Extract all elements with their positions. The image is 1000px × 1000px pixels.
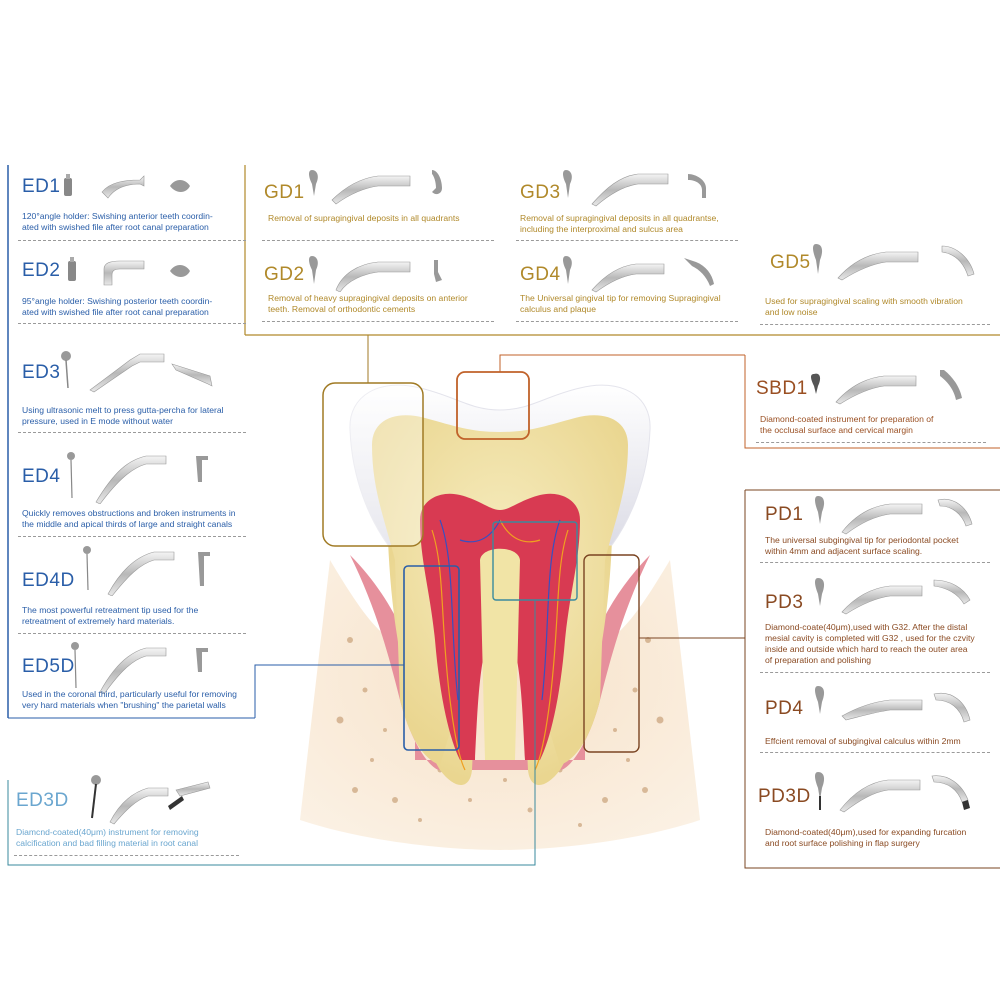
tip-desc-line: the middle and apical thirds of large an… [22, 519, 233, 529]
tip-code: PD3D [758, 786, 811, 807]
divider [262, 321, 494, 322]
tip-code: ED4 [22, 466, 61, 487]
scaler-tip-icon [815, 496, 973, 535]
scaler-tip-icon [563, 170, 706, 207]
tip-code: SBD1 [756, 378, 808, 399]
diamond-tip-icon [91, 775, 211, 825]
bone-texture [336, 637, 664, 827]
divider [760, 672, 990, 673]
angle-holder-icon [68, 257, 190, 286]
scaler-tip-icon [309, 170, 442, 205]
tip-code: ED5D [22, 656, 75, 677]
scaler-tip-icon [309, 256, 442, 292]
tip-code: PD1 [765, 504, 804, 525]
frame-restorative [456, 371, 530, 440]
endo-tip-icon [67, 452, 208, 504]
tip-desc-line: Used in the coronal third, particularly … [22, 689, 237, 699]
frame-perio [583, 554, 640, 753]
tip-desc-line: teeth. Removal of orthodontic cements [268, 304, 416, 314]
divider [760, 752, 990, 753]
divider [516, 240, 738, 241]
tip-desc-line: inside and outside which hard to reach t… [765, 644, 968, 654]
tip-desc-line: The universal subgingival tip for period… [765, 535, 959, 545]
divider [18, 323, 246, 324]
scaler-tip-icon [813, 244, 975, 281]
tip-desc-line: and low noise [765, 307, 818, 317]
tip-desc-line: The Universal gingival tip for removing … [520, 293, 721, 303]
tip-desc-line: pressure, used in E mode without water [22, 416, 173, 426]
tip-code: GD2 [264, 264, 305, 285]
tip-code: GD1 [264, 182, 305, 203]
scaler-tip-icon [563, 256, 714, 293]
angle-holder-icon [64, 174, 190, 199]
tip-desc-line: Quickly removes obstructions and broken … [22, 508, 236, 518]
divider [18, 536, 246, 537]
tip-desc-line: Removal of supragingival deposits in all… [520, 213, 719, 223]
tip-code: ED4D [22, 570, 75, 591]
tip-desc-line: mesial cavity is completed witl G32 , us… [765, 633, 975, 643]
scaler-tip-icon [815, 578, 971, 615]
tip-code: GD3 [520, 182, 561, 203]
tip-desc-line: including the interproximal and sulcus a… [520, 224, 683, 234]
tip-desc-line: Effcient removal of subgingival calculus… [765, 736, 961, 746]
divider [14, 855, 239, 856]
tip-desc-line: calculus and plaque [520, 304, 596, 314]
divider [18, 633, 246, 634]
tip-code: PD4 [765, 698, 804, 719]
nerves [431, 519, 569, 771]
tip-desc-line: the occlusal surface and cervical margin [760, 425, 913, 435]
divider [756, 442, 986, 443]
divider [760, 562, 990, 563]
divider [18, 240, 246, 241]
tip-desc-line: and root surface polishing in flap surge… [765, 838, 920, 848]
tip-desc-line: 95°angle holder: Swishing posterior teet… [22, 296, 213, 306]
tip-desc-line: of preparation and polishing [765, 655, 872, 665]
tip-desc-line: Removal of supragingival deposits in all… [268, 213, 460, 223]
tip-code: GD4 [520, 264, 561, 285]
frame-endo [403, 565, 460, 751]
divider [516, 321, 738, 322]
divider [262, 240, 494, 241]
pulp-inner [480, 548, 520, 760]
divider [18, 432, 246, 433]
endo-tip-icon [71, 642, 208, 694]
tip-desc-line: Diamcnd-coated(40μm) instrument for remo… [16, 827, 199, 837]
tip-desc-line: The most powerful retreatment tip used f… [22, 605, 199, 615]
divider [760, 324, 990, 325]
frame-gum [322, 382, 424, 547]
tip-desc-line: retreatment of extremely hard materials. [22, 616, 175, 626]
tip-desc-line: Diamond-coate(40μm),used with G32. After… [765, 622, 968, 632]
tip-desc-line: ated with swished file after root canal … [22, 222, 209, 232]
tip-desc-line: calcification and bad filling material i… [16, 838, 199, 848]
diamond-tip-icon [815, 772, 970, 813]
tip-desc-line: Used for supragingival scaling with smoo… [765, 296, 963, 306]
tip-code: ED3 [22, 362, 61, 383]
scaler-tip-icon [815, 686, 971, 723]
endo-tip-icon [61, 351, 213, 393]
tip-desc-line: Diamond-coated(40μm),used for expanding … [765, 827, 967, 837]
tip-code: PD3 [765, 592, 804, 613]
tip-desc-line: Diamond-coated instrument for preparatio… [760, 414, 934, 424]
tip-code: ED2 [22, 260, 61, 281]
tip-code: ED1 [22, 176, 61, 197]
endo-tip-icon [83, 546, 210, 596]
tip-desc-line: ated with swished file after root canal … [22, 307, 209, 317]
tip-code: ED3D [16, 790, 69, 811]
tip-desc-line: Removal of heavy supragingival deposits … [268, 293, 468, 303]
pulp [420, 493, 580, 760]
tip-code: GD5 [770, 252, 811, 273]
diamond-tip-icon [811, 370, 962, 405]
tip-desc-line: very hard materials when "brushing" the … [22, 700, 226, 710]
tip-desc-line: within 4mm and adjacent surface scaling. [765, 546, 923, 556]
tip-desc-line: Using ultrasonic melt to press gutta-per… [22, 405, 224, 415]
tip-desc-line: 120°angle holder: Swishing anterior teet… [22, 211, 213, 221]
